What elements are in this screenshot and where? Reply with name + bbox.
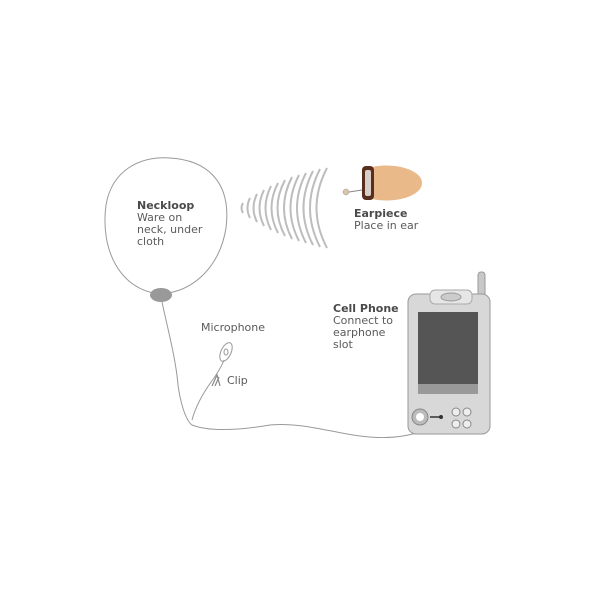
- earpiece-icon: [342, 165, 422, 201]
- neckloop-connector: [150, 288, 172, 302]
- earpiece-desc: Place in ear: [354, 219, 419, 232]
- earpiece-title: Earpiece: [354, 207, 408, 220]
- sound-waves-icon: [240, 167, 328, 249]
- clip-icon: [211, 373, 221, 387]
- microphone-icon: [219, 342, 233, 362]
- microphone-wire: [191, 359, 225, 421]
- cell-phone-desc-line-2: earphone: [333, 326, 386, 339]
- cable: [161, 301, 426, 439]
- neckloop-wire: [104, 157, 228, 295]
- neckloop-desc-line-2: neck, under: [137, 223, 203, 236]
- cell-phone-label: Cell Phone Connect to earphone slot: [333, 303, 399, 351]
- clip-text: Clip: [227, 374, 248, 387]
- clip-label: Clip: [227, 375, 248, 387]
- microphone-text: Microphone: [201, 321, 266, 334]
- cell-phone-desc-line-3: slot: [333, 338, 353, 351]
- neckloop-desc-line-1: Ware on: [137, 211, 183, 224]
- neckloop-desc-line-3: cloth: [137, 235, 165, 248]
- cell-phone-icon: [407, 271, 491, 435]
- microphone-label: Microphone: [201, 322, 265, 334]
- neckloop-title: Neckloop: [137, 199, 195, 212]
- cell-phone-desc-line-1: Connect to: [333, 314, 394, 327]
- cell-phone-title: Cell Phone: [333, 302, 399, 315]
- earpiece-label: Earpiece Place in ear: [354, 208, 418, 232]
- neckloop-label: Neckloop Ware on neck, under cloth: [137, 200, 202, 248]
